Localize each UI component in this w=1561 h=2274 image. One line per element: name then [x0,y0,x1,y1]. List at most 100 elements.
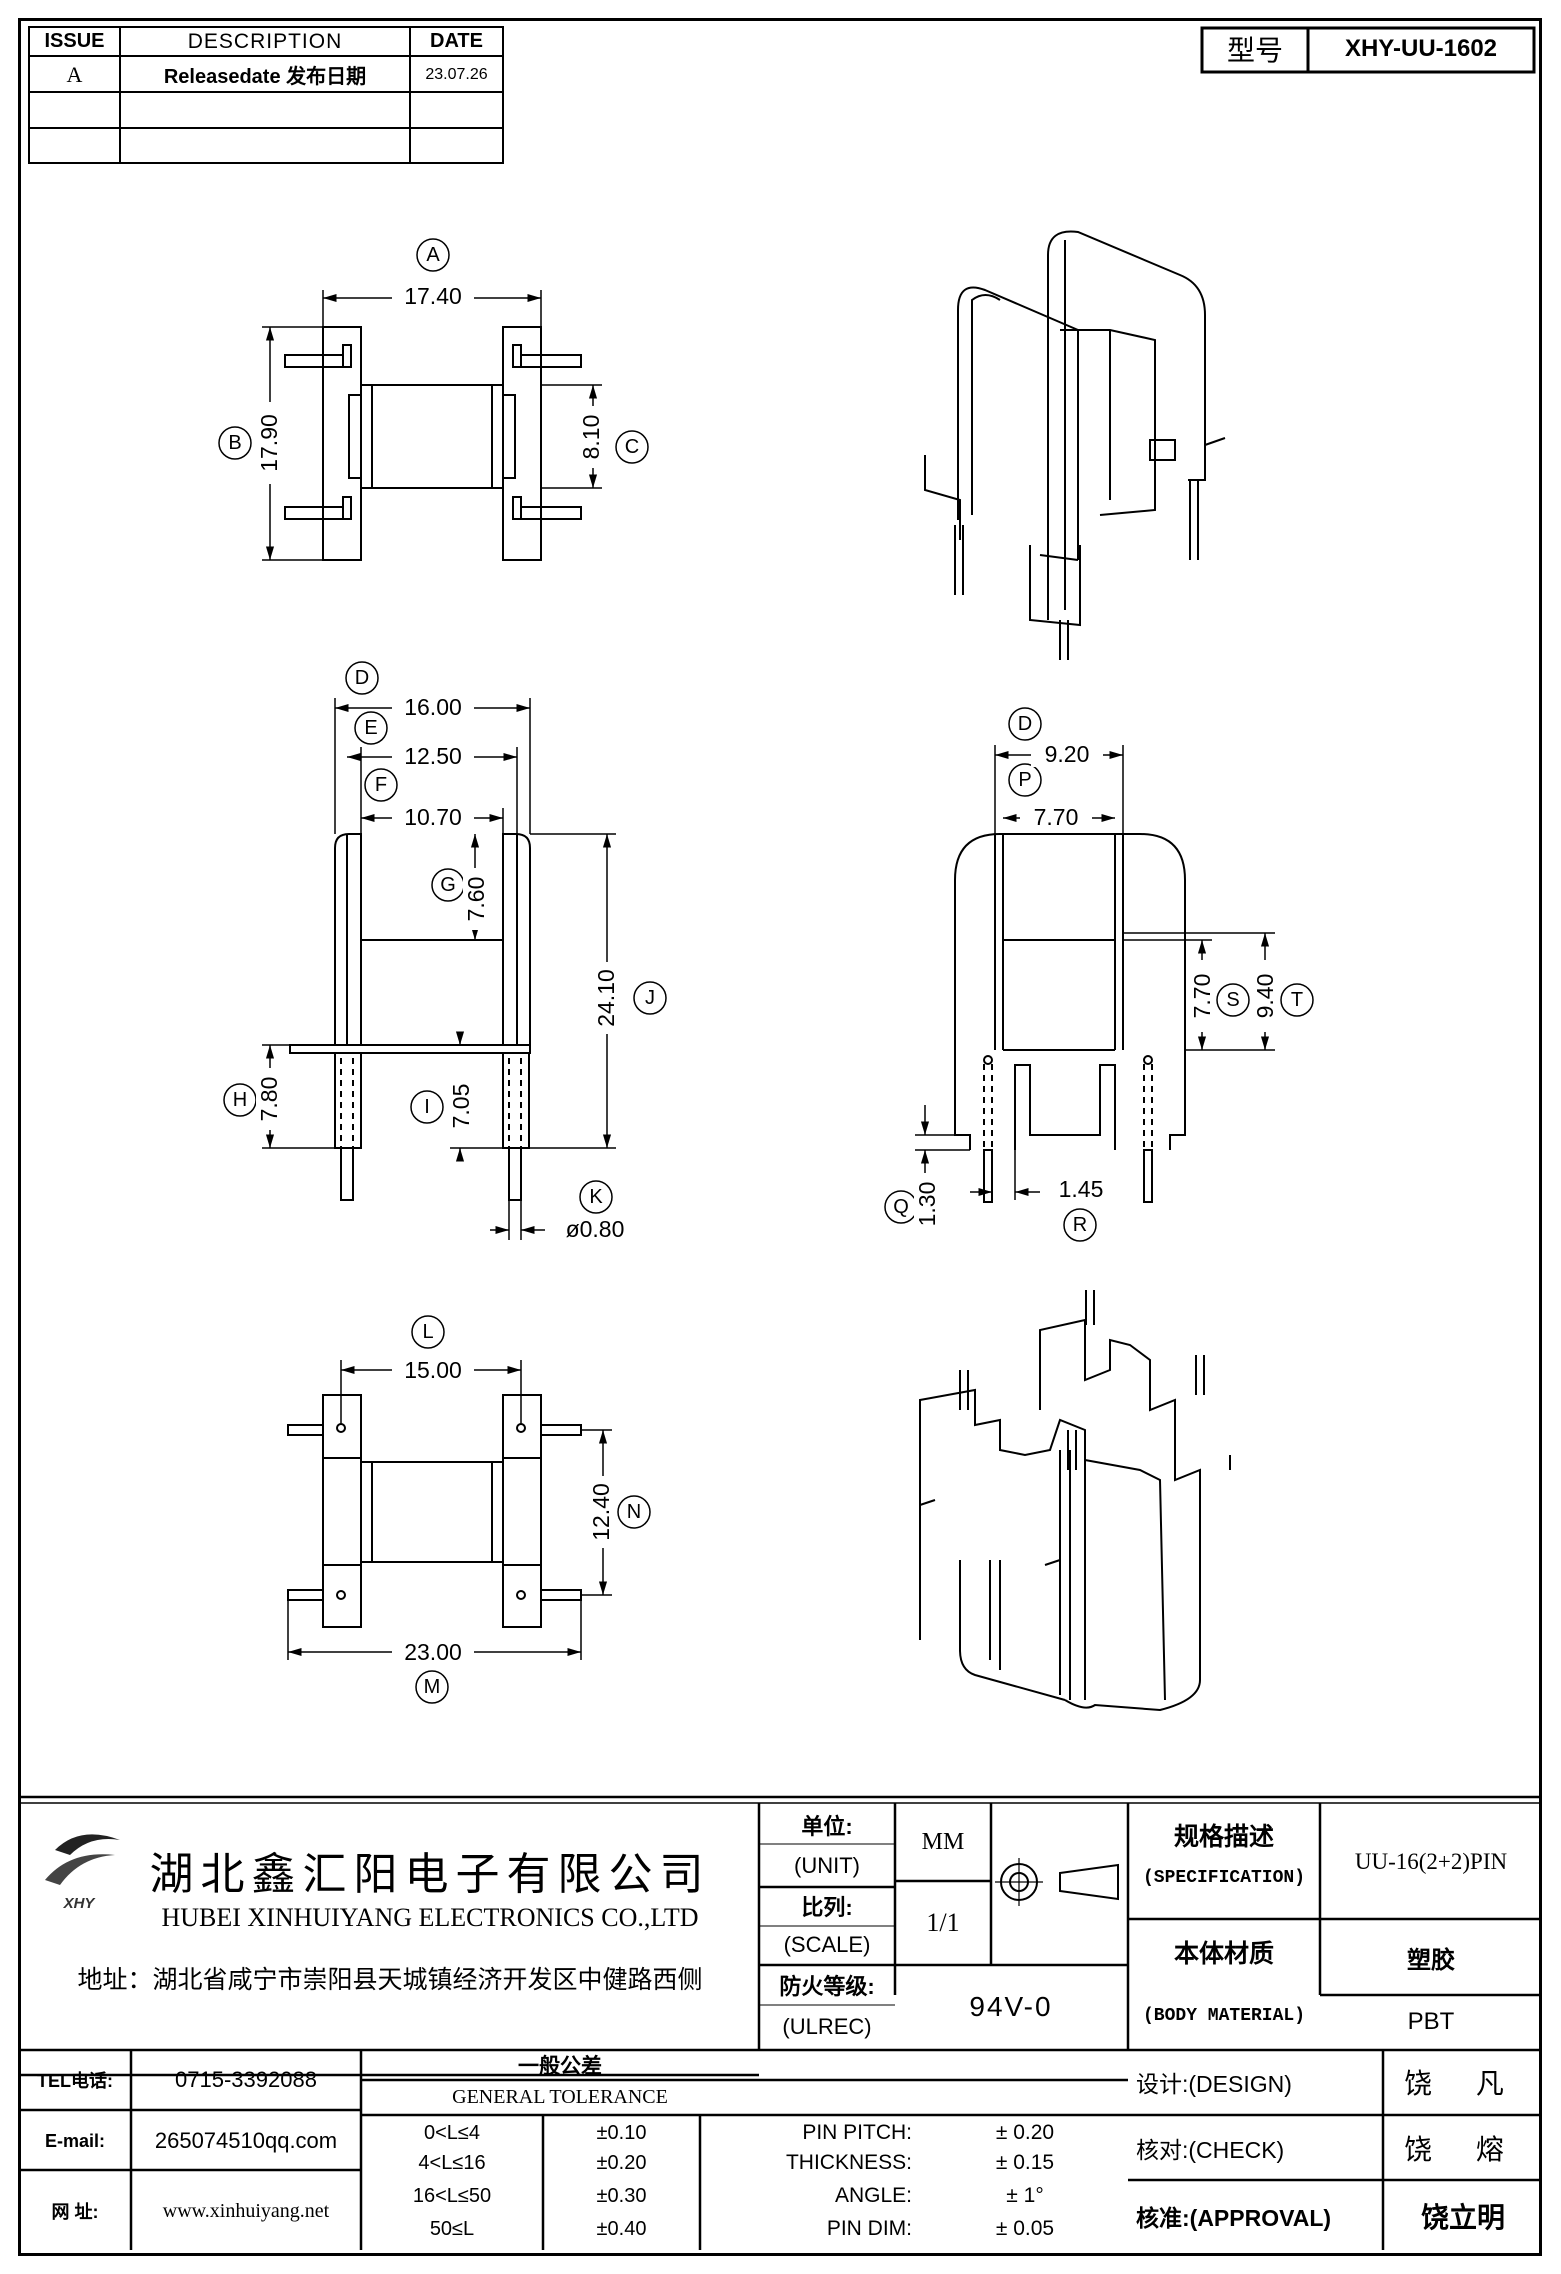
tolerance-title-cn: 一般公差 [518,2055,602,2078]
design-label: 设计:(DESIGN) [1136,2071,1292,2097]
tel-label: TEL电话: [37,2071,113,2091]
marker-j: J [645,986,655,1009]
dim-l: 15.00 [392,1357,474,1383]
dimension-marker-circles [218,238,1314,1704]
dim-n: 12.40 [588,1476,614,1548]
marker-n: N [626,1500,642,1523]
tolerance-value: ±0.30 [596,2184,647,2207]
spec-label-cn: 规格描述 [1173,1823,1274,1851]
website-label: 网 址: [51,2202,99,2222]
tolerance-value: ±0.40 [596,2217,647,2240]
dim-d: 16.00 [392,694,474,720]
dim-r: 1.45 [1058,1175,1104,1202]
dim-j: 24.10 [593,962,619,1034]
tolerance-range: 0<L≤4 [423,2121,481,2144]
scale-label-cn: 比列: [801,1895,853,1920]
company-address: 地址：湖北省咸宁市崇阳县天城镇经济开发区中健路西侧 [77,1966,703,1994]
dim-g: 7.60 [463,868,489,930]
marker-f: F [374,773,388,796]
material-value-cn: 塑胶 [1407,1946,1455,1974]
dim-m: 23.00 [392,1639,474,1665]
unit-label-en: (UNIT) [794,1853,860,1878]
unit-label-cn: 单位: [801,1814,853,1839]
approval-name: 饶立明 [1420,2202,1505,2233]
dim-h: 7.80 [256,1068,282,1130]
tolerance-value: ±0.20 [596,2151,647,2174]
engineering-drawing [218,230,1314,1712]
marker-k: K [589,1185,603,1208]
approval-label: 核准:(APPROVAL) [1136,2205,1332,2231]
dim-a: 17.40 [392,283,474,309]
revision-header-description: DESCRIPTION [187,29,343,53]
email-label: E-mail: [44,2130,105,2151]
tolerance-range: 16<L≤50 [412,2184,492,2207]
title-block [18,1795,1542,2250]
material-label-cn: 本体材质 [1173,1940,1274,1968]
marker-p: P [1018,768,1032,791]
spec-value: UU-16(2+2)PIN [1354,1849,1508,1874]
fire-label-en: (ULREC) [782,2014,872,2039]
tolerance-value: ±0.10 [596,2121,647,2144]
dim-k: ø0.80 [565,1215,625,1242]
material-label-en: (BODY MATERIAL) [1142,2006,1306,2026]
unit-value: MM [921,1828,965,1855]
isometric-view-bottom [919,1290,1231,1712]
marker-i: I [424,1095,430,1118]
dim-d-side: 9.20 [1031,741,1103,767]
tolerance-spec-value: ± 1° [1006,2184,1044,2207]
tolerance-range: 4<L≤16 [418,2151,486,2174]
dim-p: 7.70 [1020,804,1092,830]
tolerance-spec-value: ± 0.05 [995,2217,1055,2240]
revision-date-cell: 23.07.26 [425,65,488,83]
material-value-en: PBT [1407,2008,1455,2035]
revision-description-cell: Releasedate 发布日期 [163,66,367,88]
revision-header-issue: ISSUE [44,30,105,52]
marker-h: H [232,1088,248,1111]
dim-c: 8.10 [578,406,604,468]
marker-m: M [423,1675,441,1698]
check-label: 核对:(CHECK) [1136,2137,1285,2163]
marker-d-side: D [1017,712,1033,735]
revision-issue-cell: A [66,61,83,87]
check-name: 饶 熔 [1404,2134,1522,2165]
tolerance-spec-value: ± 0.20 [995,2121,1055,2144]
isometric-view-top [924,230,1226,660]
dim-f: 10.70 [392,804,474,830]
tolerance-spec-label: ANGLE: [834,2184,912,2207]
fire-label-cn: 防火等级: [779,1974,875,1999]
projection-symbol [995,1858,1119,1906]
website-value: www.xinhuiyang.net [162,2199,330,2222]
drawing-frame [18,18,1542,2256]
dim-s: 7.70 [1189,960,1215,1032]
tolerance-title-en: GENERAL TOLERANCE [452,2085,668,2108]
marker-l: L [422,1320,434,1343]
company-logo [45,1834,120,1885]
marker-q: Q [893,1195,909,1218]
design-name: 饶 凡 [1404,2068,1522,2099]
marker-s: S [1226,988,1240,1011]
scale-label-en: (SCALE) [783,1932,871,1957]
side-view [954,833,1186,1203]
tolerance-spec-label: PIN PITCH: [802,2121,912,2144]
revision-header-date: DATE [430,30,483,52]
marker-e: E [364,716,378,739]
marker-d: D [354,666,370,689]
model-box [1200,26,1536,74]
dim-i: 7.05 [448,1075,474,1137]
dim-b: 17.90 [256,402,282,484]
dim-q: 1.30 [914,1173,940,1235]
company-name-en: HUBEI XINHUIYANG ELECTRONICS CO.,LTD [161,1903,699,1932]
marker-r: R [1072,1213,1088,1236]
model-value: XHY-UU-1602 [1344,35,1498,62]
dim-t: 9.40 [1252,960,1278,1032]
fire-rating-value: 94V-0 [969,1991,1053,2022]
marker-g: G [440,873,456,896]
revision-table [28,26,504,164]
tolerance-spec-label: THICKNESS: [785,2151,912,2174]
email-value: 265074510qq.com [154,2128,338,2153]
marker-b: B [228,431,242,454]
marker-a: A [426,243,440,266]
model-label: 型号 [1226,35,1283,66]
tel-value: 0715-3392088 [175,2067,317,2092]
tolerance-spec-value: ± 0.15 [995,2151,1055,2174]
